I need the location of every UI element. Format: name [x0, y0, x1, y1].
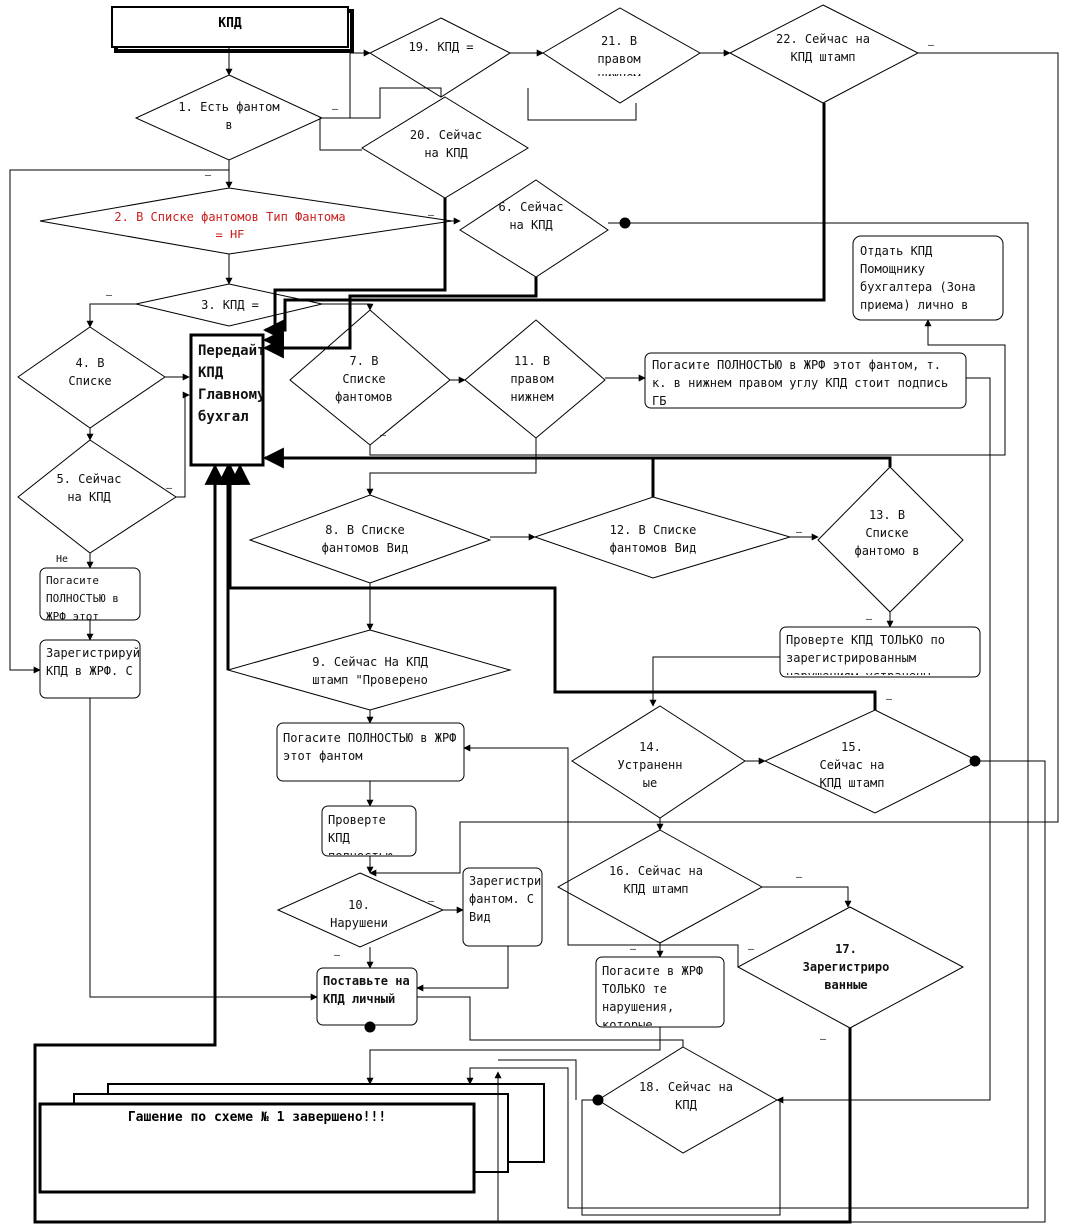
diamond-5-label: 5. Сейчас на КПД [56, 472, 122, 504]
label-3-no: – [106, 290, 113, 301]
diamond-12-label: 12. В Списке фантомов Вид [609, 523, 697, 555]
cancel-left-text: Погасите ПОЛНОСТЬЮ в ЖРФ этот [46, 574, 119, 620]
label-2-yes: – [428, 210, 435, 221]
label-10-yes: – [428, 896, 435, 907]
label-7-no: – [380, 430, 387, 441]
diamond-18 [597, 1046, 779, 1154]
label-22-no: – [928, 40, 935, 51]
label-16-no: – [796, 872, 803, 883]
label-5-no: Не [56, 554, 69, 565]
pass-main-text: Передайте КПД Главному бухгал [198, 343, 263, 425]
diamond-10-label: 10. Нарушени [330, 898, 388, 930]
give-helper-text: Отдать КПД Помощнику бухгалтера (Зона пр… [860, 244, 976, 312]
diamond-21 [542, 7, 701, 104]
end-label: Гашение по схеме № 1 завершено!!! [127, 1110, 387, 1125]
put-sign-text: Поставьте на КПД личный [323, 974, 410, 1006]
diamond-12 [533, 496, 792, 579]
diamond-6-label: 6. Сейчас на КПД [498, 200, 564, 232]
diamond-21-label: 21. В правом нижнем [597, 34, 641, 76]
register-left-text: Зарегистрируйте КПД в ЖРФ. С [46, 646, 139, 678]
check-full-text: Проверте КПД полностью [328, 813, 393, 855]
register-phantom-text: Зарегистрируйте фантом. С Вид [469, 874, 541, 924]
label-13-no: – [866, 614, 873, 625]
cancel-only-text: Погасите в ЖРФ ТОЛЬКО те нарушения, кото… [602, 964, 704, 1026]
diamond-18-label: 18. Сейчас на КПД [639, 1080, 733, 1112]
diamond-11-label: 11. В правом нижнем [510, 354, 554, 404]
diamond-7-label: 7. В Списке фантомов [335, 354, 393, 404]
check-only-text: Проверте КПД ТОЛЬКО по зарегистрированны… [786, 633, 945, 675]
diamond-10 [276, 872, 445, 948]
cancel-phantom-text: Погасите ПОЛНОСТЬЮ в ЖРФ этот фантом [283, 731, 457, 763]
diamond-9-label: 9. Сейчас На КПД штамп "Проверено [312, 655, 428, 687]
diamond-1-label: 1. Есть фантом в [178, 100, 280, 132]
label-15-no: – [886, 694, 893, 705]
label-17-no: – [820, 1034, 827, 1045]
label-1-yes: – [205, 170, 212, 181]
diamond-19-label: 19. КПД = [408, 40, 474, 54]
label-16-yes: – [630, 944, 637, 955]
diamond-8-label: 8. В Списке фантомов Вид [321, 523, 409, 555]
label-1-no: – [332, 104, 339, 115]
diamond-15 [763, 709, 980, 814]
diamond-4-label: 4. В Списке [68, 356, 112, 388]
diamond-14-label: 14. Устраненн ые [617, 740, 683, 790]
diamond-17-label: 17. Зарегистриро ванные [802, 942, 890, 992]
diamond-22-label: 22. Сейчас на КПД штамп [776, 32, 870, 64]
diamond-16-label: 16. Сейчас на КПД штамп [609, 864, 703, 896]
diamond-3-label: 3. КПД = [201, 298, 259, 312]
label-12-no: – [796, 527, 803, 538]
box-pass-main [189, 333, 265, 467]
diamond-20-label: 20. Сейчас на КПД [409, 128, 483, 160]
diamond-13-label: 13. В Списке фантомо в [854, 508, 920, 558]
start-terminator [111, 6, 349, 48]
start-label: КПД [218, 16, 242, 31]
cancel-gb-text: Погасите ПОЛНОСТЬЮ в ЖРФ этот фантом, т.… [652, 358, 949, 406]
label-10-no: – [334, 950, 341, 961]
diamond-15-label: 15. Сейчас на КПД штамп [819, 740, 885, 790]
label-5-yes: – [166, 483, 173, 494]
diamond-2-label: 2. В Списке фантомов Тип Фантома = НЕ [114, 210, 346, 238]
label-17-yes: – [748, 944, 755, 955]
